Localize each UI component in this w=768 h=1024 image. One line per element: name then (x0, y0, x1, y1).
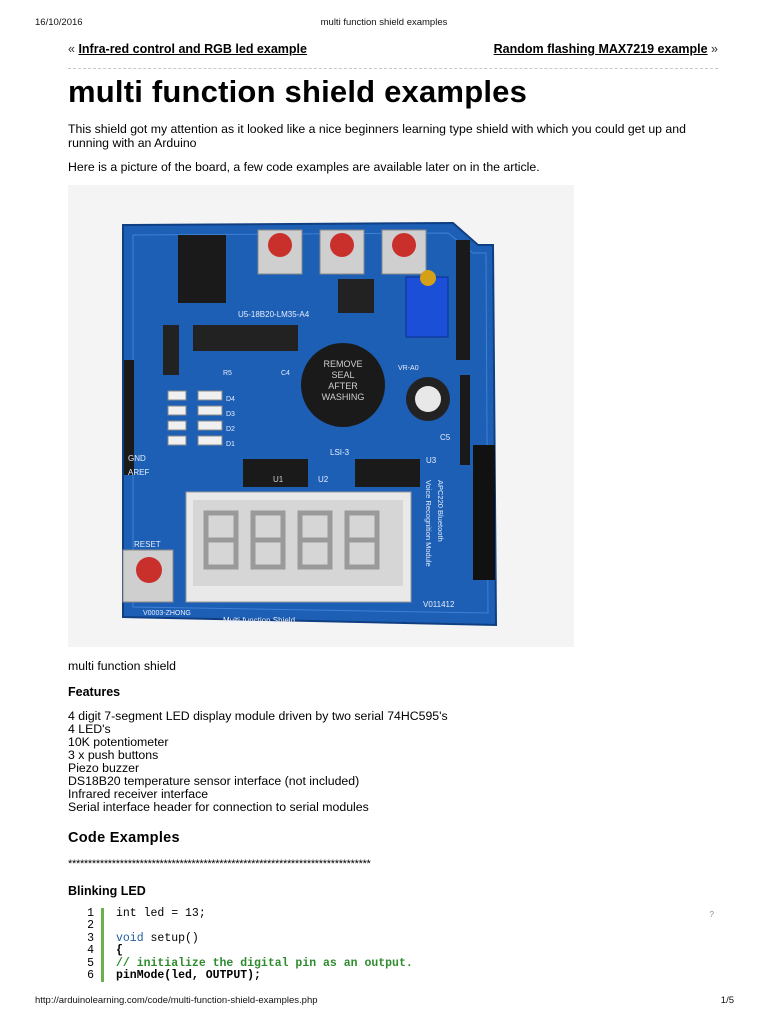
feature-item: Serial interface header for connection t… (68, 800, 369, 814)
feature-item: 4 digit 7-segment LED display module dri… (68, 709, 448, 723)
prev-post: « Infra-red control and RGB led example (68, 42, 307, 56)
code-examples-heading: Code Examples (68, 830, 180, 846)
print-header: 16/10/2016 multi function shield example… (0, 17, 768, 31)
separator-line: ****************************************… (68, 858, 371, 870)
lsi-label: LSI-3 (330, 448, 350, 457)
reset-label: RESET (134, 540, 161, 549)
prev-post-link[interactable]: Infra-red control and RGB led example (78, 42, 307, 56)
u3-label: U3 (426, 456, 437, 465)
print-date: 16/10/2016 (35, 17, 83, 28)
feature-item: 4 LED's (68, 722, 111, 736)
code-line: 3 void setup() (80, 931, 720, 946)
gnd-label: GND (128, 454, 146, 463)
code-block[interactable]: ? 1 int led = 13; 2 3 void setup() 4 { 5… (80, 907, 720, 983)
buzzer-label-4: WASHING (322, 392, 365, 402)
features-heading: Features (68, 685, 121, 699)
version-label: V011412 (423, 600, 455, 609)
shield-photo: REMOVE SEAL AFTER WASHING (68, 185, 574, 647)
d4-label: D4 (226, 396, 235, 403)
blinking-led-heading: Blinking LED (68, 884, 146, 898)
gutter-bar (101, 945, 104, 958)
code-fragment: int led = 13; (116, 907, 206, 920)
help-icon[interactable]: ? (709, 910, 714, 919)
feature-item: 3 x push buttons (68, 748, 159, 762)
gutter-bar (101, 932, 104, 946)
buzzer-label-2: SEAL (331, 370, 354, 380)
buzzer-label-1: REMOVE (323, 359, 362, 369)
code-fragment: setup() (143, 931, 199, 945)
voice-module-label: Voice Recognition Module (424, 480, 433, 567)
feature-item: 10K potentiometer (68, 735, 169, 749)
line-number: 5 (87, 956, 94, 970)
line-number: 6 (87, 968, 94, 982)
aref-label: AREF (128, 468, 149, 477)
gutter-bar (101, 908, 104, 921)
shield-name-label: Multi-function Shield (223, 616, 295, 625)
code-line: 4 { (80, 944, 720, 958)
bluetooth-label: APC220 Bluetooth (436, 480, 445, 542)
next-post: Random flashing MAX7219 example » (494, 42, 718, 56)
page-title: multi function shield examples (68, 74, 528, 109)
d2-label: D2 (226, 426, 235, 433)
prev-arrow-icon: « (68, 42, 75, 56)
line-number: 4 (87, 944, 94, 958)
code-keyword: void (116, 931, 144, 945)
line-number: 1 (87, 907, 94, 920)
intro-paragraph-2: Here is a picture of the board, a few co… (68, 160, 540, 174)
d1-label: D1 (226, 441, 235, 448)
c4-label: C4 (281, 370, 290, 377)
next-arrow-icon: » (711, 42, 718, 56)
c5-label: C5 (440, 433, 451, 442)
code-text: pinMode(led, OUTPUT); (116, 968, 261, 982)
feature-item: DS18B20 temperature sensor interface (no… (68, 774, 360, 788)
print-title: multi function shield examples (320, 17, 448, 28)
gutter-bar (101, 969, 104, 983)
code-comment: // initialize the digital pin as an outp… (116, 956, 413, 970)
line-number: 2 (87, 919, 94, 933)
code-line: 5 // initialize the digital pin as an ou… (80, 956, 720, 970)
feature-item: Infrared receiver interface (68, 787, 209, 801)
image-caption: multi function shield (68, 659, 176, 673)
d3-label: D3 (226, 411, 235, 418)
print-footer: http://arduinolearning.com/code/multi-fu… (0, 995, 768, 1009)
feature-item: Piezo buzzer (68, 761, 140, 775)
vr-label: VR-A0 (398, 365, 419, 372)
features-list: 4 digit 7-segment LED display module dri… (68, 710, 448, 814)
r5-label: R5 (223, 370, 232, 377)
post-navigation: « Infra-red control and RGB led example … (68, 42, 718, 69)
gutter-bar (101, 957, 104, 970)
page-number: 1/5 (720, 995, 734, 1006)
code-line: 1 int led = 13; (80, 907, 720, 921)
code-text: { (116, 944, 123, 958)
serial-label: V0003-ZHONG (143, 610, 191, 617)
code-text: int led = 13; (116, 907, 206, 920)
intro-paragraph-1: This shield got my attention as it looke… (68, 122, 686, 150)
code-line: 6 pinMode(led, OUTPUT); (80, 968, 720, 983)
next-post-link[interactable]: Random flashing MAX7219 example (493, 42, 708, 56)
print-url: http://arduinolearning.com/code/multi-fu… (35, 995, 318, 1006)
u1-label: U1 (273, 475, 284, 484)
gutter-bar (101, 920, 104, 933)
u2-label: U2 (318, 475, 329, 484)
sensor-label: U5-18B20-LM35-A4 (238, 310, 310, 319)
code-text: void setup() (116, 931, 199, 945)
code-line: 2 (80, 919, 720, 933)
buzzer-label-3: AFTER (328, 381, 358, 391)
line-number: 3 (87, 931, 94, 945)
